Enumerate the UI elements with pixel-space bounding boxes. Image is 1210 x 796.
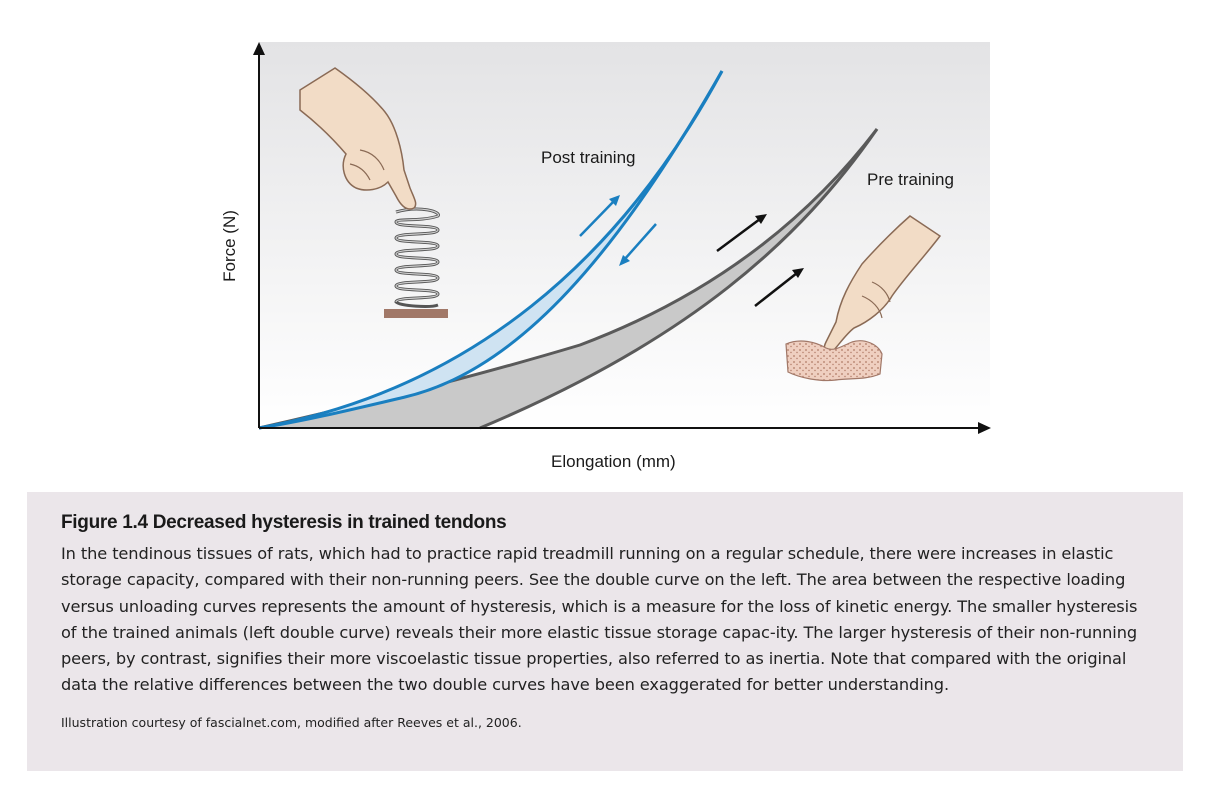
post-unloading-arrow (619, 223, 657, 266)
caption-title: Figure 1.4 Decreased hysteresis in train… (61, 512, 507, 533)
caption-credit: Illustration courtesy of fascialnet.com,… (61, 714, 522, 730)
post-training-hysteresis-area (259, 71, 722, 428)
figure-caption-box: Figure 1.4 Decreased hysteresis in train… (27, 492, 1183, 771)
x-axis-label: Elongation (mm) (551, 452, 676, 471)
pre-loading-arrow-2 (754, 268, 804, 307)
hysteresis-plot (253, 42, 991, 434)
spring-base (384, 309, 448, 318)
spring-illustration (384, 207, 448, 318)
pre-training-label: Pre training (867, 170, 954, 189)
y-axis-label: Force (N) (220, 210, 239, 282)
pre-loading-arrow-1 (716, 214, 767, 253)
y-axis-arrowhead (253, 42, 265, 55)
post-training-label: Post training (541, 148, 636, 167)
hysteresis-figure: Post training Pre training Elongation (m… (220, 42, 991, 471)
hand-on-spring-illustration (299, 67, 417, 210)
x-axis-arrowhead (978, 422, 991, 434)
post-loading-arrow (579, 195, 620, 237)
caption-body: In the tendinous tissues of rats, which … (61, 544, 1138, 695)
sponge-illustration (785, 340, 883, 382)
pre-training-hysteresis-area (259, 129, 877, 428)
post-training-unloading-curve (258, 70, 724, 430)
pre-training-unloading-curve (479, 128, 879, 430)
